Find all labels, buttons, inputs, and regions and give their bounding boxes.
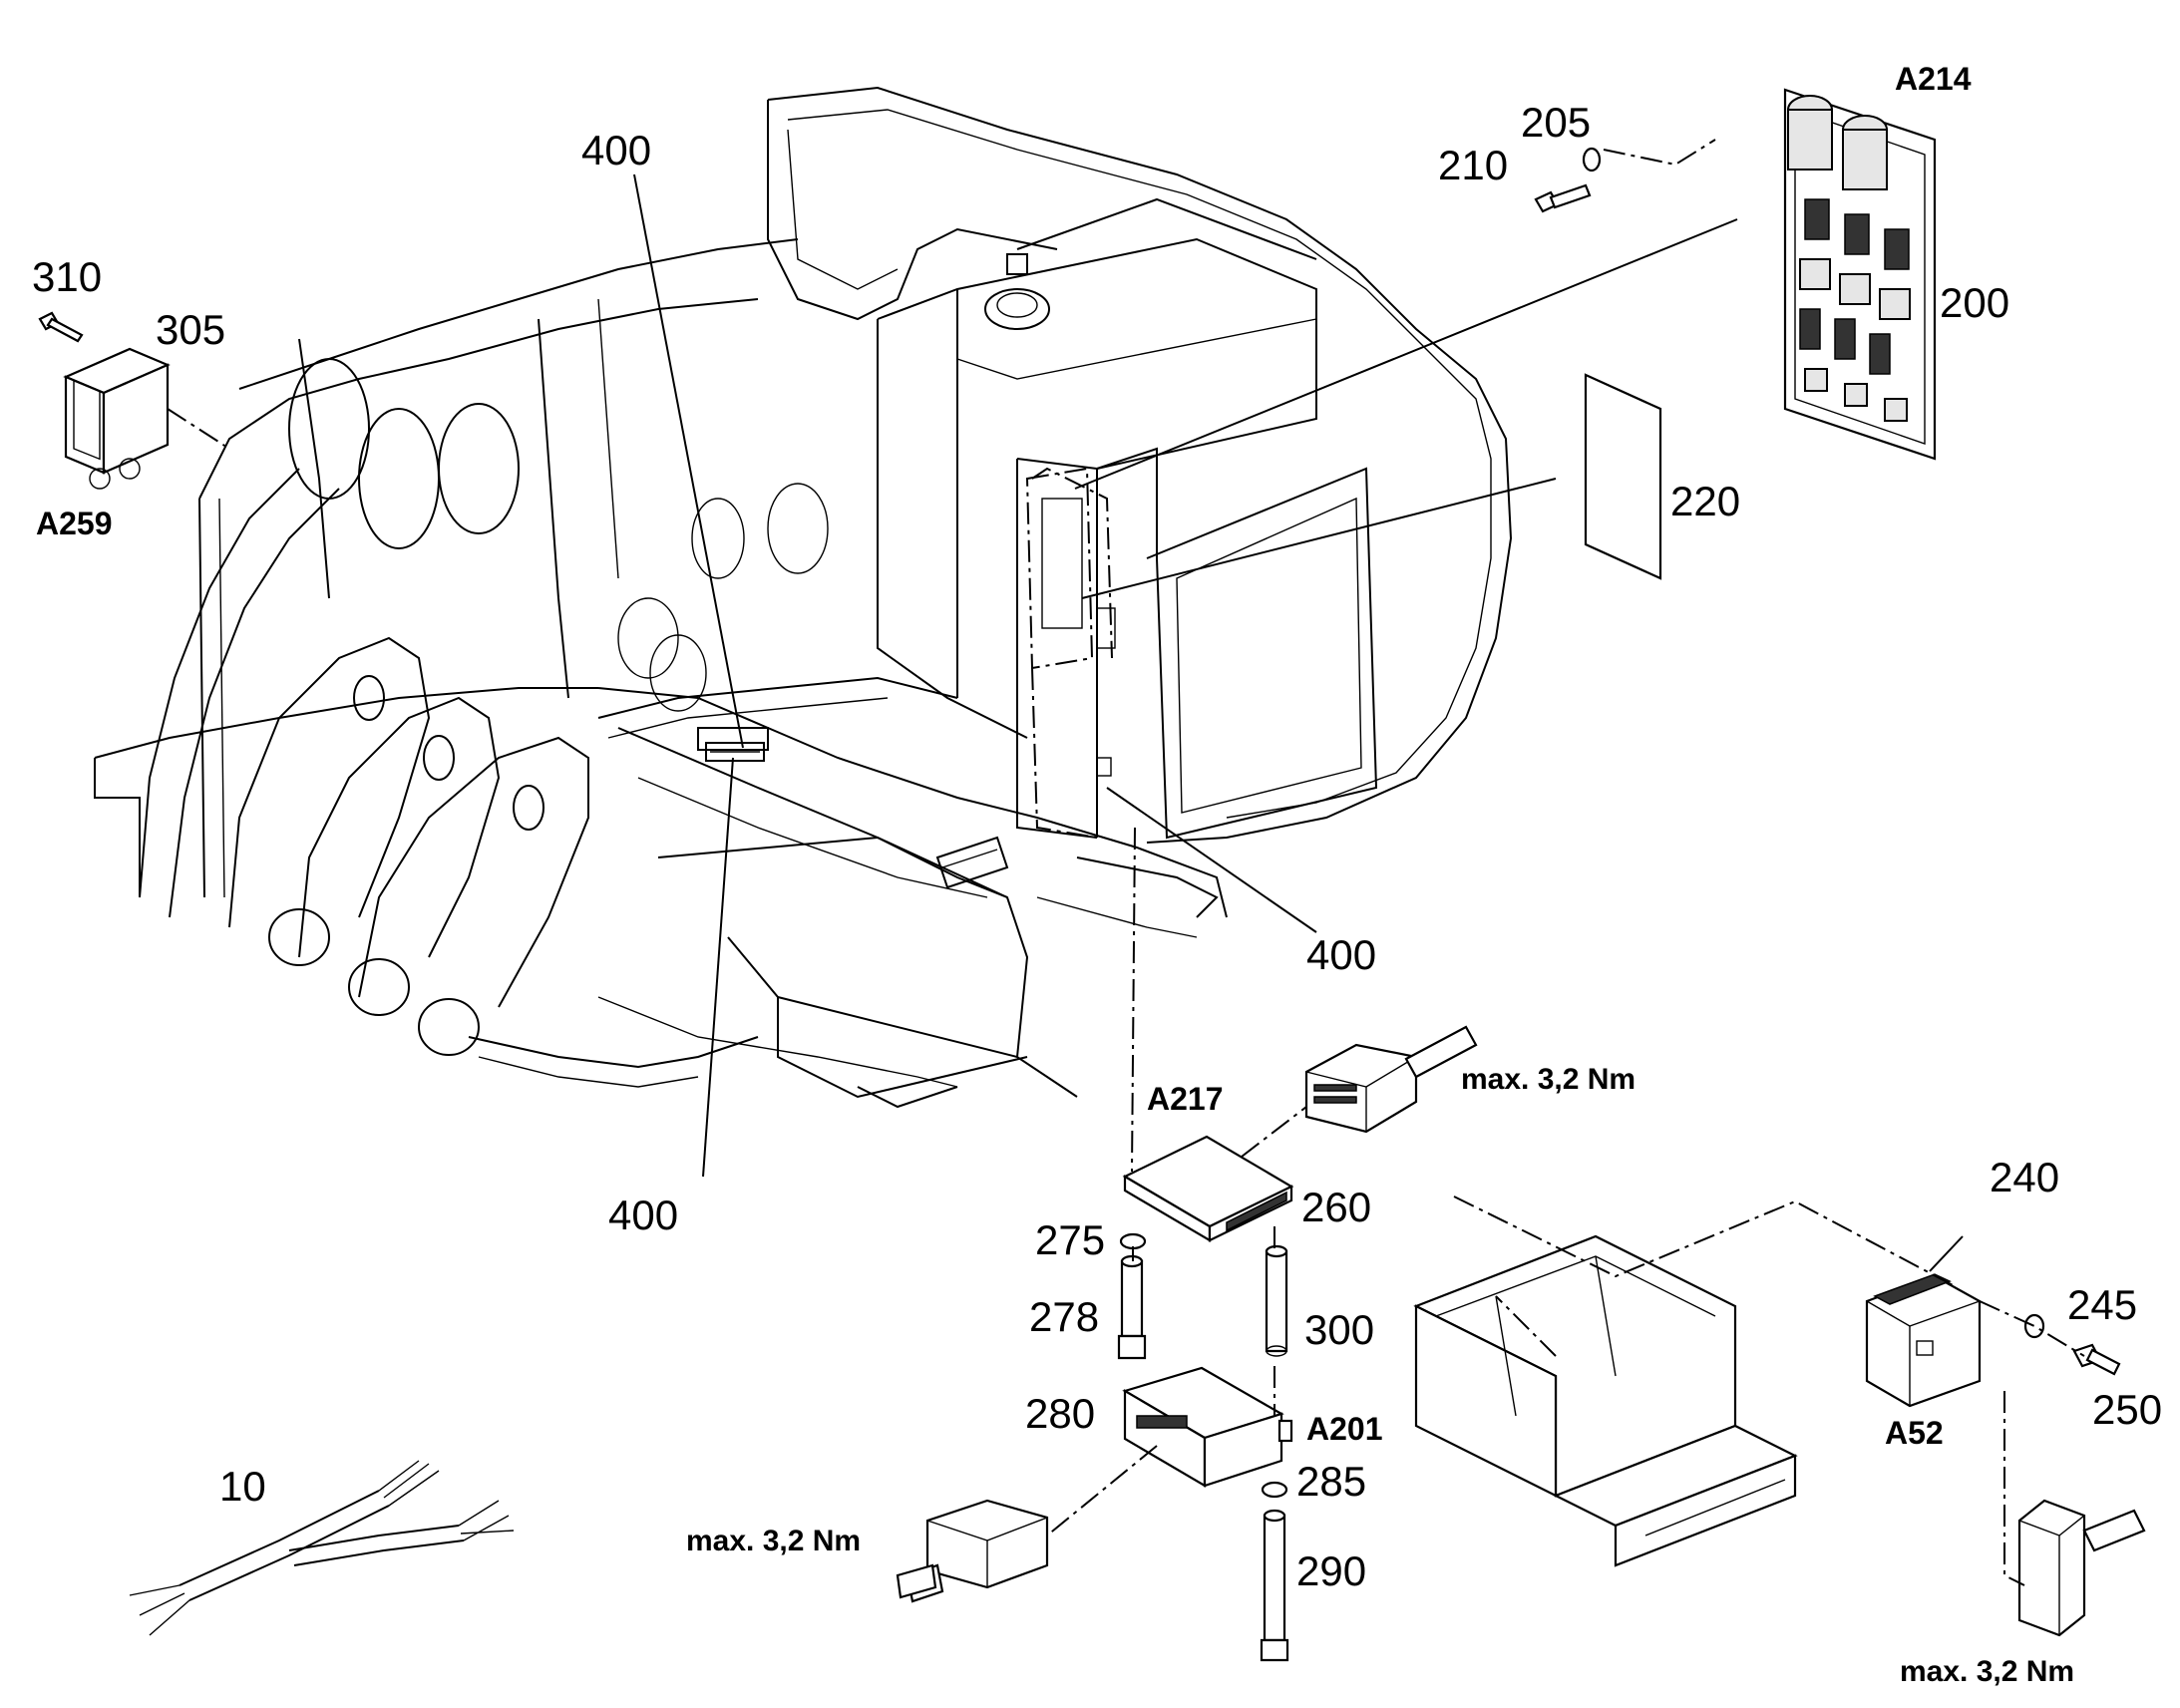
bolt-310: [38, 311, 84, 343]
callout-300: 300: [1304, 1306, 1374, 1353]
connector-a217: [1304, 1025, 1478, 1134]
component-code-a52: A52: [1885, 1415, 1944, 1451]
callout-400-top: 400: [581, 127, 651, 173]
callout-220: 220: [1670, 478, 1740, 524]
callout-275: 275: [1035, 1216, 1105, 1263]
cable-harness-10: [129, 1460, 515, 1636]
callout-280: 280: [1025, 1390, 1095, 1437]
control-unit-a217: [1122, 1135, 1294, 1242]
leader-lines: [167, 139, 2085, 1586]
callout-290: 290: [1296, 1547, 1366, 1594]
bolt-278: [1117, 1254, 1147, 1360]
callout-210: 210: [1438, 142, 1508, 188]
junction-box-a259: [63, 347, 171, 490]
callout-250: 250: [2092, 1386, 2162, 1433]
callout-310: 310: [32, 253, 102, 300]
callout-285: 285: [1296, 1458, 1366, 1505]
callout-260: 260: [1301, 1184, 1371, 1230]
component-code-a259: A259: [36, 506, 113, 541]
torque-note-left: max. 3,2 Nm: [686, 1525, 861, 1557]
component-code-a217: A217: [1147, 1081, 1224, 1117]
label-sheet-220: [1584, 373, 1662, 580]
spacer-300: [1265, 1244, 1288, 1357]
torque-note-top: max. 3,2 Nm: [1461, 1063, 1635, 1096]
callout-240: 240: [1990, 1154, 2059, 1200]
component-code-a201: A201: [1306, 1411, 1383, 1447]
machine-frame: [94, 86, 1513, 1109]
callout-200: 200: [1940, 279, 2009, 326]
callout-400-right: 400: [1306, 931, 1376, 978]
callout-400-bottom: 400: [608, 1192, 678, 1238]
callout-10: 10: [219, 1463, 266, 1510]
washer-245: [2023, 1313, 2045, 1339]
callout-245: 245: [2067, 1281, 2137, 1328]
cable-end-a201: [896, 1563, 937, 1599]
console-housing: [1413, 1234, 1798, 1567]
callout-305: 305: [156, 306, 225, 353]
control-unit-a52: [1865, 1273, 1982, 1408]
circuit-board-a214: [1783, 88, 1937, 461]
control-unit-a201: [1122, 1366, 1293, 1488]
connector-a52: [2017, 1499, 2146, 1637]
callout-205: 205: [1521, 99, 1591, 146]
washer-285: [1261, 1481, 1288, 1499]
bolt-210: [1534, 183, 1592, 213]
torque-note-right: max. 3,2 Nm: [1900, 1655, 2074, 1688]
callout-278: 278: [1029, 1293, 1099, 1340]
bolt-290: [1260, 1509, 1289, 1662]
washer-275: [1119, 1232, 1147, 1250]
component-code-a214: A214: [1895, 61, 1972, 97]
bolt-250: [2072, 1343, 2121, 1376]
washer-205: [1582, 147, 1602, 172]
